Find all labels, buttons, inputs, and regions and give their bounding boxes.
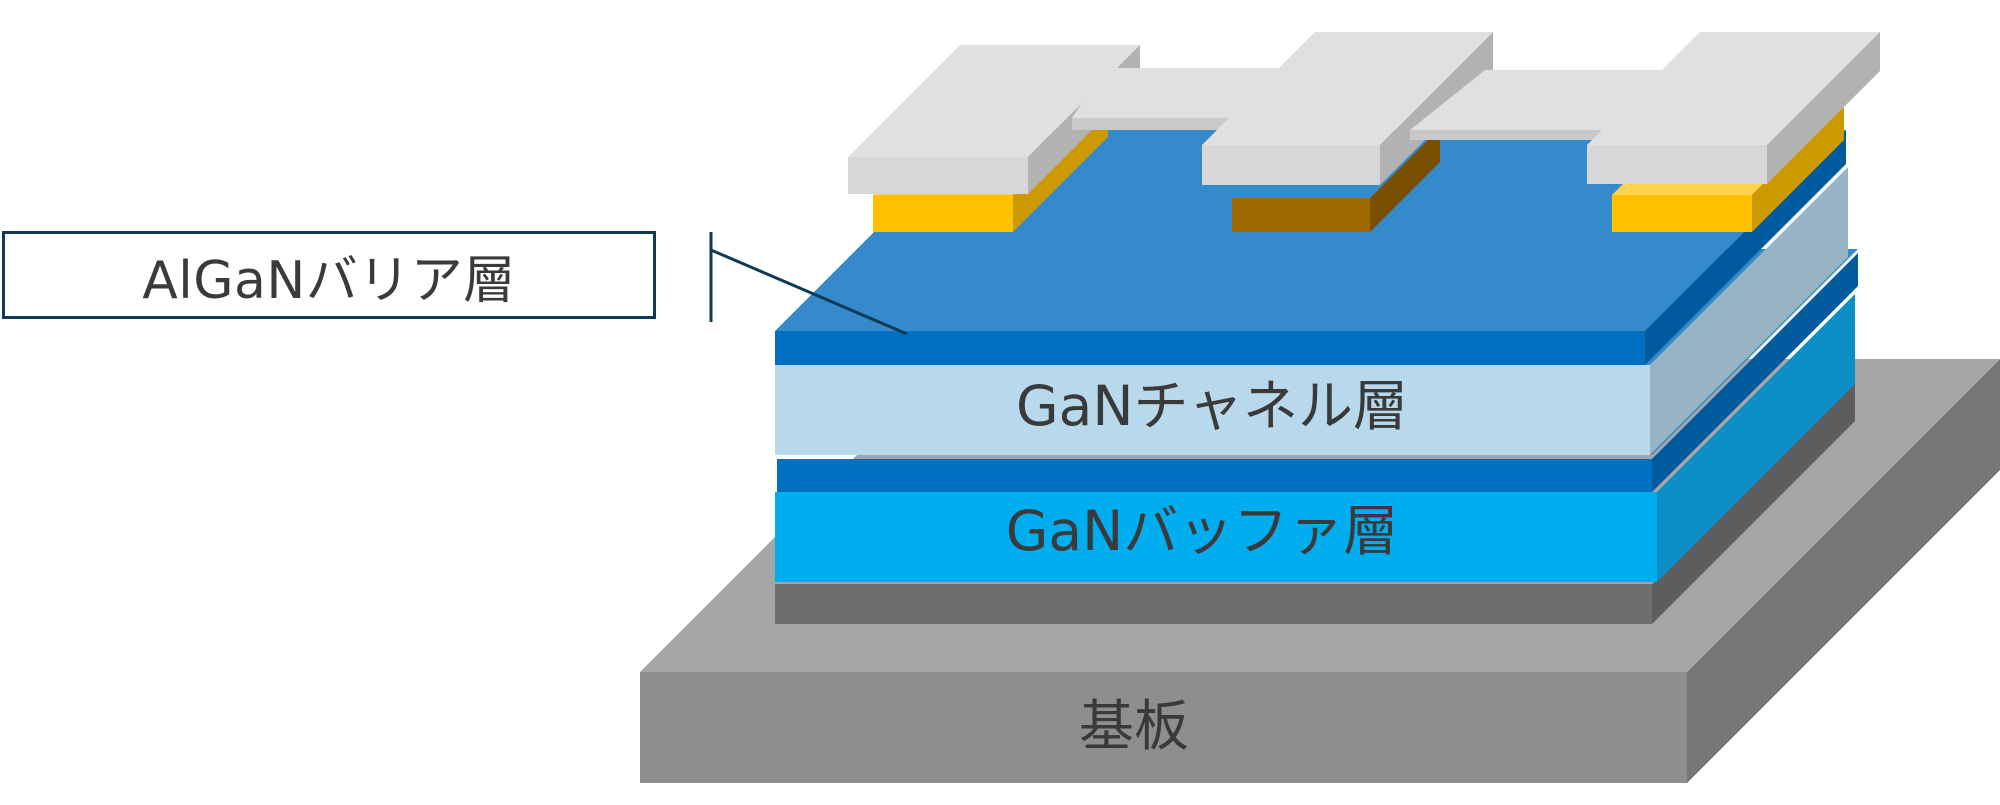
gate-metal-front <box>1202 145 1380 185</box>
gate-metal-bridge <box>1072 68 1285 118</box>
channel-front-face <box>775 365 1650 455</box>
algan-barrier-callout: AlGaNバリア層 <box>2 231 656 319</box>
gate-metal-bridge-edge <box>1072 118 1252 130</box>
source-gold-front <box>873 195 1013 232</box>
source-metal-top <box>848 45 1140 157</box>
algan-barrier-label: AlGaNバリア層 <box>142 250 516 311</box>
substrate-label: 基板 <box>1079 694 1189 758</box>
gan-channel-layer <box>775 167 1848 455</box>
gan-buffer-layer <box>775 294 1855 582</box>
substrate-side-face <box>1687 359 2000 783</box>
nucleation-side-face <box>1652 381 1855 624</box>
channel-side-face <box>1650 167 1848 455</box>
drain-electrode <box>1410 32 1880 232</box>
buffer-front-face <box>775 492 1657 582</box>
buffer-side-face <box>1657 294 1855 582</box>
source-metal-front <box>848 157 1028 194</box>
gate-metal-top <box>1202 32 1493 145</box>
drain-metal-top <box>1587 32 1880 145</box>
nucleation-front-face <box>775 584 1652 624</box>
gan-channel-label: GaNチャネル層 <box>1016 374 1408 438</box>
gate-metal-side <box>1380 32 1493 185</box>
drain-gold-side <box>1752 103 1844 232</box>
nucleation-layer <box>775 381 1855 624</box>
drain-metal-bridge-edge <box>1410 130 1625 140</box>
gate-electrode <box>1072 32 1493 232</box>
drain-metal-side <box>1767 32 1880 184</box>
substrate-front-face <box>640 672 1687 783</box>
spacer-side-face <box>1652 253 1858 492</box>
gate-gold-front <box>1232 198 1370 232</box>
callout-leader-line <box>710 248 908 336</box>
spacer-front-face <box>777 459 1652 492</box>
drain-gold-front <box>1612 195 1752 232</box>
gate-gold-side <box>1370 128 1440 232</box>
drain-metal-front <box>1587 145 1767 184</box>
gan-buffer-label: GaNバッファ層 <box>1006 499 1398 563</box>
barrier-side-face <box>1645 130 1846 365</box>
barrier-front-face <box>775 331 1645 365</box>
